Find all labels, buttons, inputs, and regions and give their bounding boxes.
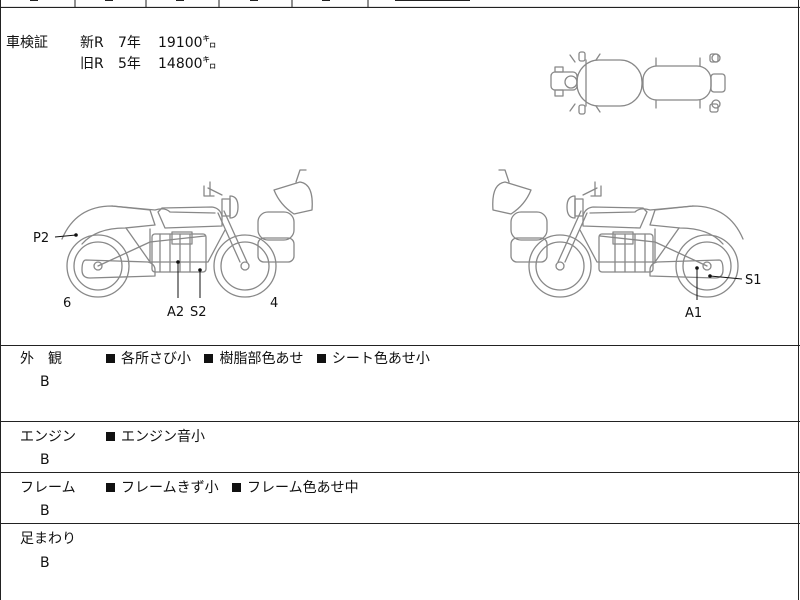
bullet-square (232, 483, 242, 492)
exterior-item: 樹脂部色あせ (219, 351, 304, 367)
label-a2: A2 (167, 305, 184, 320)
frame-label: フレーム (20, 480, 76, 496)
exterior-items: 各所さび小 樹脂部色あせ シート色あせ小 (106, 349, 439, 369)
bullet-square (106, 432, 115, 441)
top-view-motorcycle (550, 51, 726, 115)
right-side-motorcycle (492, 169, 744, 298)
label-6: 6 (63, 296, 71, 311)
exterior-label: 外 観 (20, 351, 62, 367)
label-a1: A1 (685, 306, 702, 321)
left-border (0, 0, 1, 600)
divider-engine (0, 472, 800, 473)
exterior-item: 各所さび小 (121, 351, 191, 367)
bullet-square (316, 354, 326, 363)
cert-mileage-new: 19100㌔ (158, 35, 217, 51)
engine-items: エンジン音小 (106, 427, 214, 447)
engine-grade: B (40, 452, 50, 468)
suspension-label: 足まわり (20, 531, 76, 547)
bullet-square (204, 354, 214, 363)
label-s2: S2 (190, 305, 207, 320)
left-side-motorcycle (61, 169, 313, 298)
label-s1: S1 (745, 273, 762, 288)
frame-grade: B (40, 503, 50, 519)
header-strip (0, 0, 800, 8)
divider-frame (0, 523, 800, 524)
cert-type-new: 新R (80, 35, 104, 51)
bullet-square (106, 354, 115, 363)
cert-label: 車検証 (6, 35, 48, 51)
frame-item: フレーム色あせ中 (247, 480, 359, 496)
label-p2: P2 (33, 231, 49, 246)
label-4: 4 (270, 296, 278, 311)
right-border (798, 0, 799, 600)
divider-exterior (0, 421, 800, 422)
frame-items: フレームきず小 フレーム色あせ中 (106, 478, 368, 498)
cert-age-old: 5年 (118, 56, 141, 72)
engine-label: エンジン (20, 429, 76, 445)
exterior-grade: B (40, 374, 50, 390)
exterior-item: シート色あせ小 (331, 351, 430, 367)
cert-age-new: 7年 (118, 35, 141, 51)
divider-diagram (0, 345, 800, 346)
suspension-grade: B (40, 555, 50, 571)
damage-diagram: P2 6 A2 S2 4 S1 A1 (33, 51, 762, 321)
cert-type-old: 旧R (80, 56, 104, 72)
engine-item: エンジン音小 (121, 429, 205, 445)
cert-mileage-old: 14800㌔ (158, 56, 217, 72)
bullet-square (106, 483, 115, 492)
frame-item: フレームきず小 (121, 480, 219, 496)
